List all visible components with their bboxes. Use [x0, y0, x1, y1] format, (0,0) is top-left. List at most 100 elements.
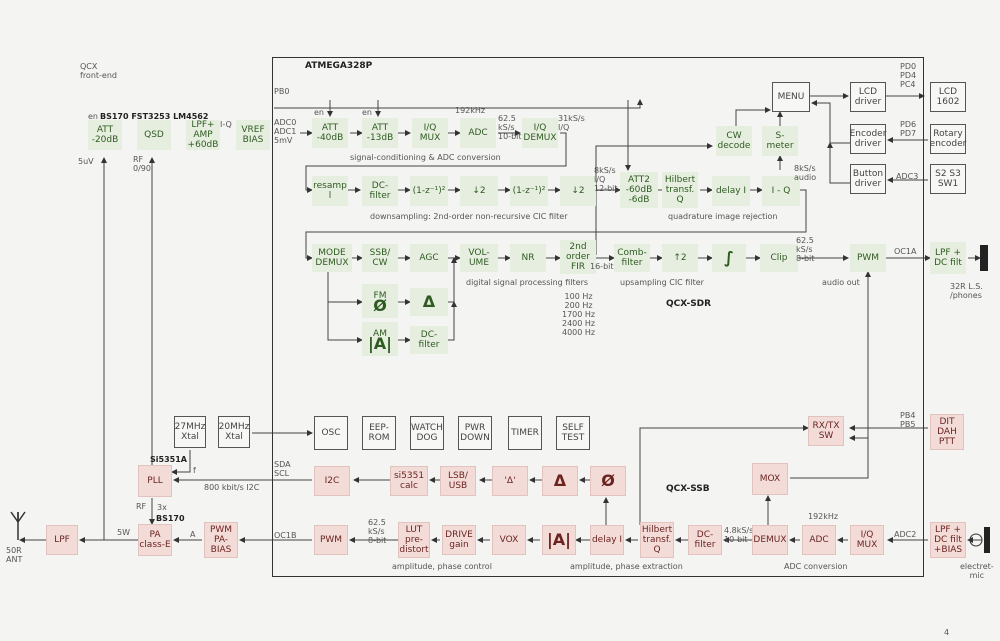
button-driver-block: Button driver: [850, 164, 886, 194]
s-meter-block: S- meter: [762, 126, 798, 156]
dc-filter-block: DC- filter: [362, 176, 398, 206]
filter-bandwidths: 100 Hz 200 Hz 1700 Hz 2400 Hz 4000 Hz: [562, 292, 596, 337]
cw-decode-block: CW decode: [716, 126, 752, 156]
f-label: f: [193, 466, 196, 475]
lcd-pins: PD0 PD4 PC4: [900, 62, 917, 89]
hilbert-block: Hilbert transf. Q: [662, 172, 698, 208]
iq-mux-block: I/Q MUX: [850, 525, 884, 555]
switches-block: S2 S3 SW1: [930, 164, 966, 194]
pll-block: PLL: [138, 465, 172, 497]
page-number: 4: [944, 628, 950, 637]
phase-symbol: Ø: [373, 296, 387, 315]
pa-class-e-block: PA class-E: [138, 524, 172, 556]
lcd-driver-block: LCD driver: [850, 82, 886, 112]
ssb-cw-block: SSB/ CW: [362, 244, 398, 272]
frontend-title: QCX front-end: [80, 62, 117, 80]
delta-small-block: 'Δ': [492, 466, 528, 496]
x3-label: 3x: [157, 503, 167, 512]
drive-gain-block: DRIVE gain: [442, 525, 476, 555]
att2-block: ATT2 -60dB -6dB: [620, 172, 658, 208]
adc-block: ADC: [802, 525, 836, 555]
rf-label: RF 0/90: [133, 155, 151, 173]
xtal-20mhz-block: 20MHz Xtal: [218, 416, 250, 448]
i2c-rate-label: 800 kbit/s I2C: [204, 483, 260, 492]
att-20db-block: ATT -20dB: [88, 120, 122, 150]
atmega328p-chip-boundary: [272, 57, 924, 577]
volume-block: VOL- UME: [460, 244, 498, 272]
lsb-usb-block: LSB/ USB: [440, 466, 476, 496]
pwm-audio-block: PWM: [850, 244, 886, 272]
i2c-block: I2C: [314, 466, 350, 496]
chip-title: ATMEGA328P: [305, 61, 373, 71]
delta-block: Δ: [542, 466, 578, 496]
bits-16: 16-bit: [590, 262, 614, 271]
si5351a-label: Si5351A: [150, 455, 187, 464]
si5351-calc-block: si5351 calc: [390, 466, 428, 496]
caption-downsampling: downsampling: 2nd-order non-recursive CI…: [370, 212, 568, 221]
sda-scl-label: SDA SCL: [274, 460, 291, 478]
mode-demux-block: MODE DEMUX: [312, 244, 352, 272]
rotary-encoder-block: Rotary encoder: [930, 124, 966, 154]
delta-block: Δ: [410, 288, 448, 316]
fm-label: FM: [373, 291, 387, 301]
iq-mux-block: I/Q MUX: [412, 118, 448, 148]
vref-bias-block: VREF BIAS: [236, 120, 270, 150]
mic-lpf-bias-block: LPF + DC filt +BIAS: [930, 522, 966, 558]
i-minus-q-block: I - Q: [762, 176, 800, 206]
rate-8k-iq: 8kS/s I/Q 12-bit: [594, 166, 618, 193]
osc-block: OSC: [314, 416, 348, 450]
rate-31k: 31kS/s I/Q: [558, 114, 585, 132]
timer-block: TIMER: [508, 416, 542, 450]
pb0-label: PB0: [274, 87, 290, 96]
xtal-27mhz-block: 27MHz Xtal: [174, 416, 206, 448]
phase-block: Ø: [590, 466, 626, 496]
dc-filter-block: DC- filter: [688, 525, 722, 555]
delay-i-block: delay I: [590, 525, 624, 555]
rate-62k5: 62.5 kS/s 10-bit: [498, 114, 522, 141]
upsample-block: ↑2: [662, 244, 698, 272]
resampl-block: resamp l: [312, 176, 348, 206]
clip-block: Clip: [760, 244, 798, 272]
oc1b-label: OC1B: [274, 531, 297, 540]
eeprom-block: EEP- ROM: [362, 416, 396, 450]
demux-block: DEMUX: [752, 525, 788, 555]
button-pins: ADC3: [896, 172, 919, 181]
iq-demux-block: I/Q DEMUX: [522, 118, 558, 148]
lcd-1602-block: LCD 1602: [930, 82, 966, 112]
audio-out-label: audio out: [822, 278, 860, 287]
encoder-pins: PD6 PD7: [900, 120, 917, 138]
a-label: A: [190, 530, 196, 539]
rate-192khz: 192kHz: [455, 106, 486, 115]
rate-192khz: 192kHz: [808, 512, 839, 521]
rate-4k8-10bit: 4.8kS/s 10-bit: [724, 526, 754, 544]
oc1a-label: OC1A: [894, 247, 917, 256]
power-5w: 5W: [117, 528, 130, 537]
adc-pins: ADC0 ADC1 5mV: [274, 118, 297, 145]
rate-8k-audio: 8kS/s audio: [794, 164, 817, 182]
caption-image-rejection: quadrature image rejection: [668, 212, 778, 221]
caption-upsampling: upsampling CIC filter: [620, 278, 704, 287]
decimate1-block: ↓2: [460, 176, 498, 206]
am-abs-block: AM|A|: [362, 322, 398, 356]
caption-dsp-filters: digital signal processing filters: [466, 278, 589, 287]
qsd-block: QSD: [137, 120, 171, 150]
menu-block: MENU: [772, 82, 810, 112]
integrator-block: ∫: [712, 244, 746, 272]
fir-block: 2nd order FIR: [560, 240, 596, 274]
abs-symbol: |A|: [367, 334, 393, 353]
comb-filter-block: Comb- filter: [614, 244, 650, 272]
am-label: AM: [373, 329, 387, 339]
hilbert-block: Hilbert transf. Q: [640, 522, 674, 558]
att-40db-block: ATT -40dB: [312, 118, 348, 148]
level-5uv: 5uV: [78, 157, 94, 166]
abs-amplitude-block: |A|: [542, 525, 576, 555]
caption-signal-conditioning: signal-conditioning & ADC conversion: [350, 153, 501, 162]
iq-label: I-Q: [220, 120, 232, 129]
lpf-amp-block: LPF+ AMP +60dB: [186, 120, 220, 150]
nr-block: NR: [510, 244, 546, 272]
rate-62k5-8bit: 62.5 kS/s 8-bit: [368, 518, 387, 545]
en-label: en: [88, 112, 98, 121]
